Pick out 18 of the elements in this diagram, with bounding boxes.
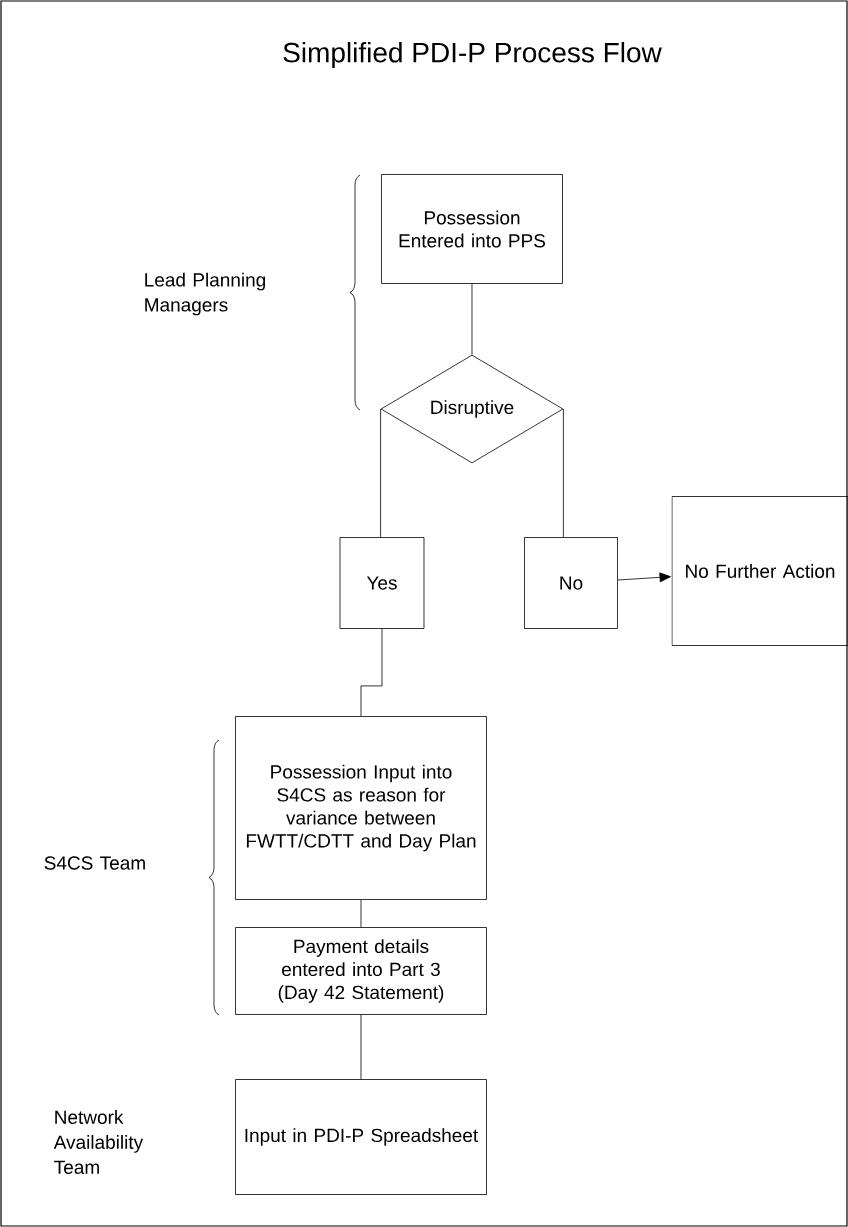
process-box: Possession Entered into PPS	[381, 174, 563, 284]
connector	[471, 283, 473, 355]
side-label: Network Availability Team	[53, 1110, 144, 1174]
connector	[563, 408, 564, 538]
process-box: No Further Action	[671, 496, 848, 646]
title: Simplified PDI-P Process Flow	[283, 41, 662, 69]
connector	[617, 572, 671, 583]
connector	[360, 628, 383, 717]
process-box: Possession Input into S4CS as reason for variance between FWTT/CDTT and Day Plan	[235, 716, 487, 900]
process-box: Yes	[339, 537, 425, 629]
connector	[360, 899, 362, 928]
connector	[380, 408, 381, 538]
process-box: Payment details entered into Part 3 (Day 42 Statement)	[235, 927, 487, 1015]
process-box: No	[524, 537, 618, 629]
side-label: Lead Planning Managers	[145, 272, 265, 316]
process-box: Input in PDI-P Spreadsheet	[235, 1079, 487, 1195]
side-label: S4CS Team	[44, 856, 145, 870]
connector	[360, 1014, 362, 1080]
